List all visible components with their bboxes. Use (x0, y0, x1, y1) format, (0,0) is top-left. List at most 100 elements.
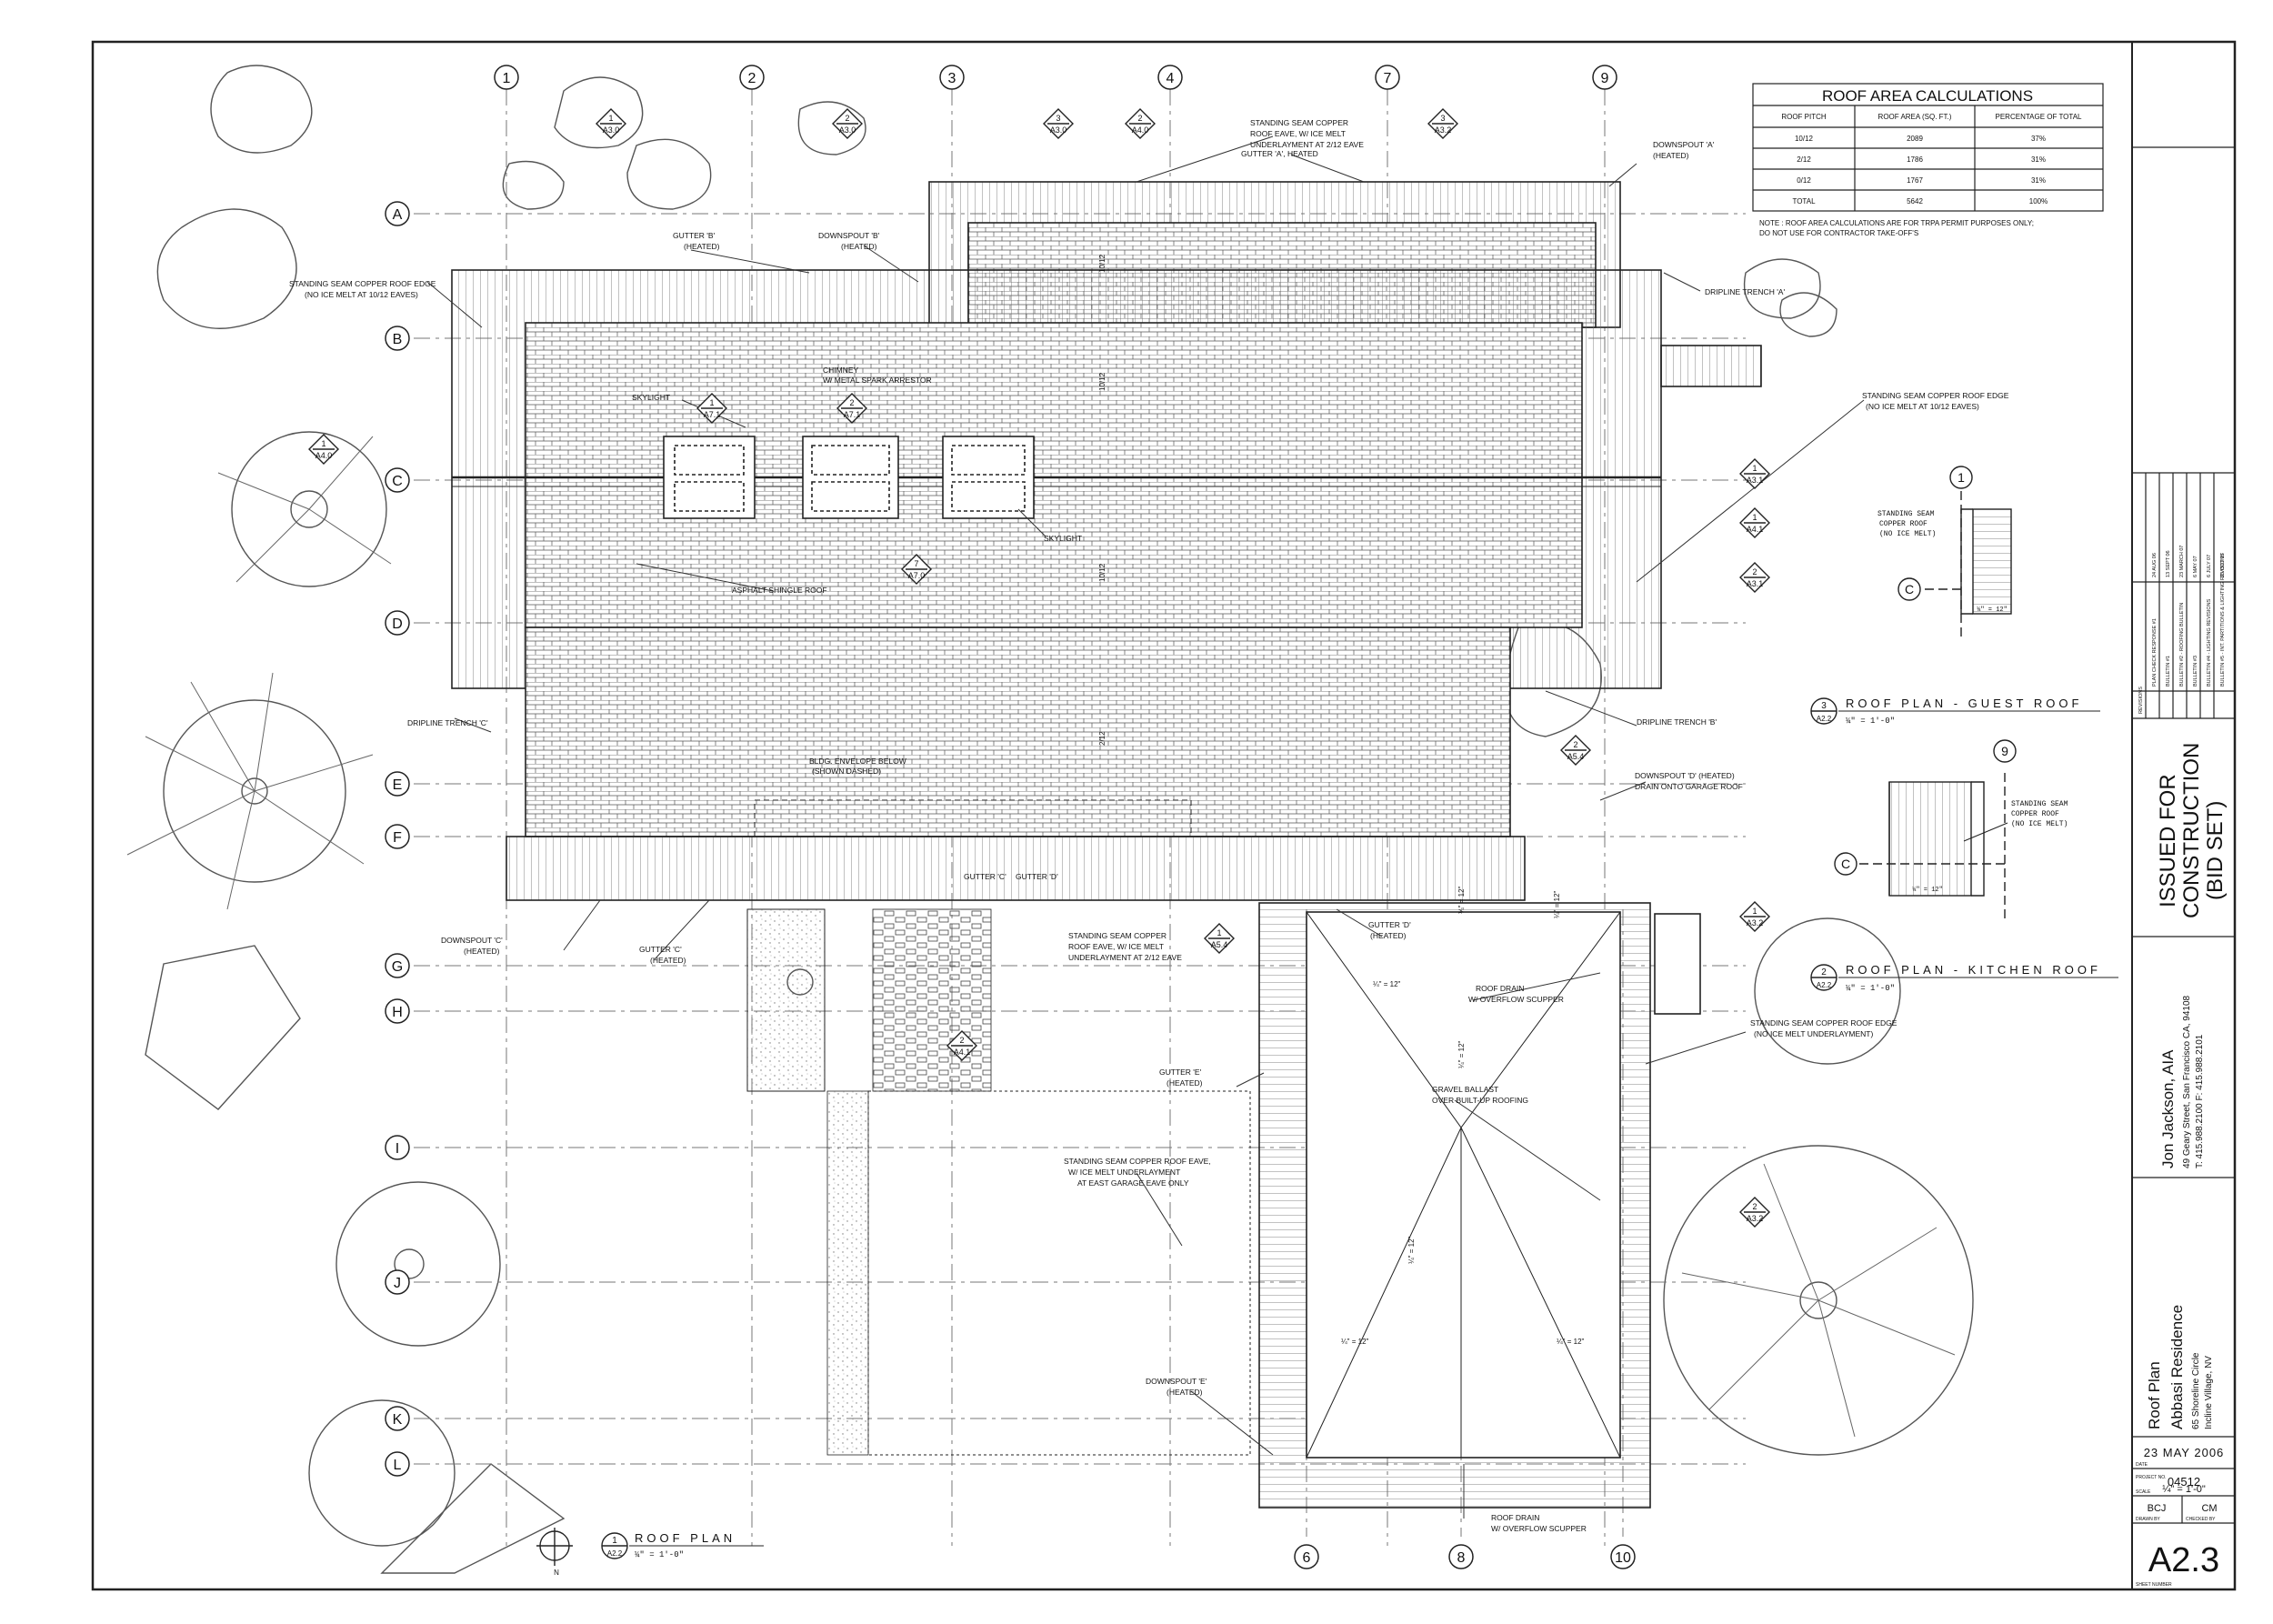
title-block (2132, 146, 2235, 1524)
patio-pavers (872, 908, 992, 1092)
tag-1-sheet: A3.0 (603, 125, 620, 135)
note-gutter-d-2: (HEATED) (1370, 931, 1407, 940)
note-eave-garage-3: AT EAST GARAGE EAVE ONLY (1077, 1178, 1189, 1188)
main-plan-sheet: A2.2 (607, 1549, 623, 1558)
guest-label: STANDING SEAM (1877, 510, 1935, 518)
pitch-11: ¼" = 12" (1553, 890, 1561, 918)
note-gutter-b: GUTTER 'B' (673, 231, 716, 240)
grid-col-6: 6 (1303, 1550, 1311, 1566)
grid-col-7: 7 (1384, 71, 1392, 86)
tb-scale: ¼" = 1'-0" (2162, 1484, 2206, 1495)
kitchen-grid-n: 9 (2001, 744, 2008, 758)
tag-17-num: 2 (1752, 1202, 1757, 1211)
tb-date-label: DATE (2136, 1462, 2148, 1468)
project-address-2: Incline Village, NV (2204, 1356, 2214, 1429)
pitch-10: ¼" = 12" (1557, 1338, 1585, 1346)
project-address-1: 65 Shoreline Circle (2191, 1352, 2201, 1429)
roof-table-r3c2: 1767 (1907, 176, 1923, 185)
note-eave-mid-3: UNDERLAYMENT AT 2/12 EAVE (1068, 953, 1182, 962)
revision-2-date: 13 SEPT 06 (2166, 550, 2171, 577)
note-downspout-d: DOWNSPOUT 'D' (HEATED) (1635, 771, 1735, 780)
note-roof-drain-2-2: W/ OVERFLOW SCUPPER (1491, 1524, 1587, 1533)
tag-11-sheet: A4.1 (1747, 525, 1764, 534)
grid-col-4: 4 (1167, 71, 1175, 86)
terrace-grid (867, 1090, 1251, 1456)
pitch-4: 2/12 (1098, 731, 1106, 746)
detail-kitchen-text: 9 C STANDING SEAM COPPER ROOF (NO ICE ME… (1817, 744, 2101, 993)
revision-4-date: 6 MAY 07 (2193, 556, 2198, 577)
tag-10-sheet: A3.1 (1747, 476, 1764, 485)
roof-lower-shingle (525, 627, 1511, 837)
roof-table-r4c3: 100% (2029, 197, 2048, 206)
architect-phone: T: 415.988.2100 F: 415.988.2101 (2195, 1034, 2205, 1168)
kitchen-pitch: ¼" = 12" (1912, 887, 1943, 894)
leader-lines (426, 135, 1865, 1519)
revision-3-date: 23 MARCH 07 (2179, 546, 2185, 577)
revision-5-date: 6 JULY 07 (2207, 555, 2212, 577)
roof-table-r3c3: 31% (2031, 176, 2046, 185)
tb-drawn-label: DRAWN BY (2136, 1517, 2160, 1522)
tag-14-num: 1 (1217, 928, 1221, 937)
guest-label-2: COPPER ROOF (1879, 520, 1928, 528)
note-downspout-e-2: (HEATED) (1167, 1388, 1203, 1397)
note-roof-edge-garage: STANDING SEAM COPPER ROOF EDGE (1750, 1018, 1898, 1028)
status-line-2: CONSTRUCTION (2179, 743, 2204, 918)
tag-5-sheet: A3.2 (1435, 125, 1452, 135)
note-gutter-c-top: GUTTER 'C' (964, 872, 1006, 881)
grid-col-8: 8 (1457, 1550, 1466, 1566)
note-roof-edge-west-2: (NO ICE MELT AT 10/12 EAVES) (305, 290, 418, 299)
tag-2-num: 2 (845, 114, 849, 123)
tb-drawn: BCJ (2148, 1503, 2167, 1514)
revision-1-desc: PLAN CHECK RESPONSE #1 (2152, 618, 2158, 687)
note-gutter-d-top: GUTTER 'D' (1016, 872, 1058, 881)
tag-7-num: 1 (709, 398, 714, 407)
note-roof-edge-east: STANDING SEAM COPPER ROOF EDGE (1862, 391, 2009, 400)
note-gutter-a: GUTTER 'A', HEATED (1241, 149, 1318, 158)
tag-9-num: 7 (914, 559, 918, 568)
guest-pitch: ¼" = 12" (1977, 606, 2008, 614)
revision-6-date: 25 OCT 07 (2220, 553, 2226, 577)
main-plan-title-text: N 1 A2.2 ROOF PLAN ¼" = 1'-0" (554, 1531, 736, 1577)
grid-col-3: 3 (948, 71, 956, 86)
revisions-text: REVISIONS PLAN CHECK RESPONSE #1 24 AUG … (2138, 546, 2226, 714)
note-downspout-c-2: (HEATED) (464, 947, 500, 956)
note-downspout-c: DOWNSPOUT 'C' (441, 936, 503, 945)
roof-area-table (1752, 83, 2104, 212)
tb-checked-label: CHECKED BY (2186, 1517, 2216, 1522)
note-dripline-c: DRIPLINE TRENCH 'C' (407, 718, 488, 727)
annotations: STANDING SEAM COPPER ROOF EDGE (NO ICE M… (289, 118, 2009, 1533)
pitch-3: 10/12 (1098, 563, 1106, 582)
tag-5-num: 3 (1440, 114, 1445, 123)
roof-table-r2c1: 2/12 (1797, 155, 1811, 164)
detail-kitchen-roof (1810, 739, 2118, 991)
tag-8-num: 2 (849, 398, 854, 407)
note-downspout-a: DOWNSPOUT 'A' (1653, 140, 1715, 149)
note-downspout-a-2: (HEATED) (1653, 151, 1689, 160)
roof-table-r2c2: 1786 (1907, 155, 1923, 164)
roof-table-r4c2: 5642 (1907, 197, 1923, 206)
building-envelope (754, 799, 1192, 837)
pitch-7: ¼" = 12" (1457, 1040, 1466, 1068)
patio-stipple (746, 908, 826, 1092)
grid-row-d: D (392, 617, 403, 632)
kitchen-title: ROOF PLAN - KITCHEN ROOF (1846, 963, 2101, 977)
roof-table-r4c1: TOTAL (1792, 197, 1816, 206)
revisions-header: REVISIONS (2138, 687, 2144, 714)
tag-16-sheet: A3.2 (1747, 918, 1764, 927)
grid-col-10: 10 (1615, 1550, 1631, 1566)
main-plan-name: ROOF PLAN (635, 1531, 736, 1545)
note-eave-garage-2: W/ ICE MELT UNDERLAYMENT (1068, 1168, 1180, 1177)
tag-15-sheet: A4.1 (954, 1048, 971, 1057)
tag-17-sheet: A3.2 (1747, 1214, 1764, 1223)
main-plan-title (536, 1528, 764, 1566)
note-gutter-d: GUTTER 'D' (1368, 920, 1411, 929)
tag-11-num: 1 (1752, 513, 1757, 522)
note-eave-garage: STANDING SEAM COPPER ROOF EAVE, (1064, 1157, 1211, 1166)
pitch-5: ¼" = 12" (1457, 886, 1466, 914)
grid-row-k: K (393, 1412, 403, 1428)
guest-sheet: A2.2 (1817, 715, 1832, 723)
pitch-1: 10/12 (1098, 254, 1106, 273)
note-downspout-d-2: DRAIN ONTO GARAGE ROOF (1635, 782, 1743, 791)
status-line-3: (BID SET) (2203, 801, 2228, 900)
note-eave-top-2: ROOF EAVE, W/ ICE MELT (1250, 129, 1346, 138)
